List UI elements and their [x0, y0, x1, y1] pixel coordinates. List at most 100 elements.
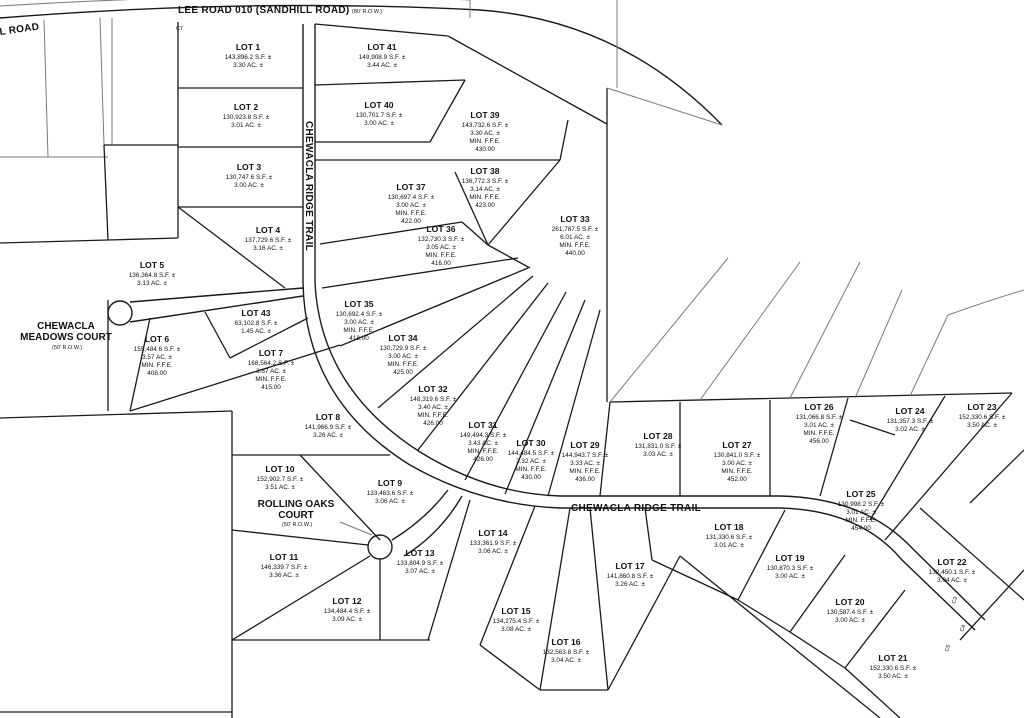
- trail-east-edge: [314, 24, 986, 621]
- lot-line: [487, 244, 531, 269]
- lot-line: [539, 507, 571, 691]
- lot-area: 152,330.6 S.F. ±: [959, 414, 1006, 421]
- lot-area: 141,966.9 S.F. ±: [305, 424, 352, 431]
- chewacla-ridge-trail: CHEWACLA RIDGE TRAIL CHEWACLA RIDGE TRAI…: [302, 24, 986, 653]
- lot-line: [319, 221, 463, 245]
- lot-line: [589, 507, 609, 691]
- lot-ffe-value: 415.00: [261, 384, 281, 391]
- rolling-oaks-label-line2: COURT: [278, 510, 314, 521]
- lot-number: LOT 35: [344, 299, 373, 309]
- lot-number: LOT 25: [846, 489, 875, 499]
- lot-area: 130,692.4 S.F. ±: [336, 311, 383, 318]
- lot-area: 130,841.0 S.F. ±: [714, 452, 761, 459]
- lot-ffe-value: 426.00: [473, 456, 493, 463]
- meadows-court-north-edge: [129, 287, 304, 303]
- lot-ffe-label: MIN. F.F.E.: [515, 466, 546, 473]
- lot-line: [231, 555, 371, 641]
- parcel-line: [699, 261, 801, 401]
- lot-area: 132,730.3 S.F. ±: [418, 236, 465, 243]
- lot-area: 130,701.7 S.F. ±: [356, 112, 403, 119]
- rolling-oaks-south-edge: [403, 495, 463, 557]
- lot-ffe-label: MIN. F.F.E.: [845, 517, 876, 524]
- lot-line: [609, 392, 1013, 403]
- lot-number: LOT 40: [364, 100, 393, 110]
- lot-number: LOT 37: [396, 182, 425, 192]
- lot-number: LOT 28: [643, 431, 672, 441]
- lot-acreage: 3.00 AC. ±: [775, 573, 805, 580]
- adjacent-parcels-west: [0, 17, 233, 718]
- lot-area: 146,339.7 S.F. ±: [261, 564, 308, 571]
- lot-area: 152,902.7 S.F. ±: [257, 476, 304, 483]
- lot-number: LOT 2: [234, 102, 259, 112]
- lot-line: [919, 507, 1024, 601]
- lot-ffe-label: MIN. F.F.E.: [387, 361, 418, 368]
- lot-acreage: 3.00 AC. ±: [388, 353, 418, 360]
- lot-line: [479, 644, 541, 691]
- meadows-court-label-line2: MEADOWS COURT: [20, 332, 112, 343]
- lot-line: [314, 79, 466, 86]
- lot-line: [884, 392, 1013, 541]
- lot-line: [844, 589, 906, 669]
- lot-acreage: 6.01 AC. ±: [560, 234, 590, 241]
- lot-acreage: 3.01 AC. ±: [714, 542, 744, 549]
- lot-area: 152,330.6 S.F. ±: [870, 665, 917, 672]
- lot-line: [479, 505, 536, 646]
- lot-number: LOT 6: [145, 334, 170, 344]
- parcel-line: [609, 257, 729, 403]
- lot-line: [107, 237, 179, 241]
- lot-line: [789, 554, 846, 633]
- lot-area: 134,484.4 S.F. ±: [324, 608, 371, 615]
- lot-number: LOT 24: [895, 406, 924, 416]
- lot-acreage: 3.01 AC. ±: [804, 422, 834, 429]
- lot-ffe-label: MIN. F.F.E.: [803, 430, 834, 437]
- lot-number: LOT 15: [501, 606, 530, 616]
- lot-ffe-value: 436.00: [575, 476, 595, 483]
- lot-acreage: 3.40 AC. ±: [418, 404, 448, 411]
- lot-area: 130,923.8 S.F. ±: [223, 114, 270, 121]
- lot-area: 131,357.3 S.F. ±: [887, 418, 934, 425]
- lot-acreage: 3.50 AC. ±: [967, 422, 997, 429]
- lot-line: [129, 317, 151, 412]
- lot-line: [447, 35, 608, 125]
- lot-number: LOT 43: [241, 308, 270, 318]
- lot-acreage: 3.51 AC. ±: [265, 484, 295, 491]
- lot-number: LOT 5: [140, 260, 165, 270]
- lot-acreage: 3.50 AC. ±: [878, 673, 908, 680]
- lot-area: 137,729.6 S.F. ±: [245, 237, 292, 244]
- lot-acreage: 3.06 AC. ±: [478, 548, 508, 555]
- rolling-oaks-row-label: (50' R.O.W.): [282, 522, 312, 528]
- lot-line: [819, 397, 849, 497]
- lot-area: 168,564.2 S.F. ±: [248, 360, 295, 367]
- lot-line: [737, 599, 791, 633]
- lot-line: [231, 529, 369, 546]
- lot-number: LOT 19: [775, 553, 804, 563]
- lot-acreage: 3.57 AC. ±: [142, 354, 172, 361]
- lot-number: LOT 16: [551, 637, 580, 647]
- rolling-oaks-leader-line: [339, 521, 373, 536]
- lot-number: LOT 39: [470, 110, 499, 120]
- lot-number: LOT 29: [570, 440, 599, 450]
- lot-number: LOT 14: [478, 528, 507, 538]
- neighbour-line: [43, 19, 49, 158]
- lot-area: 141,860.8 S.F. ±: [607, 573, 654, 580]
- lot-acreage: 3.14 AC. ±: [470, 186, 500, 193]
- lot-area: 130,998.2 S.F. ±: [838, 501, 885, 508]
- lot-ffe-value: 452.00: [727, 476, 747, 483]
- trail-vertical-label: CHEWACLA RIDGE TRAIL: [303, 121, 314, 251]
